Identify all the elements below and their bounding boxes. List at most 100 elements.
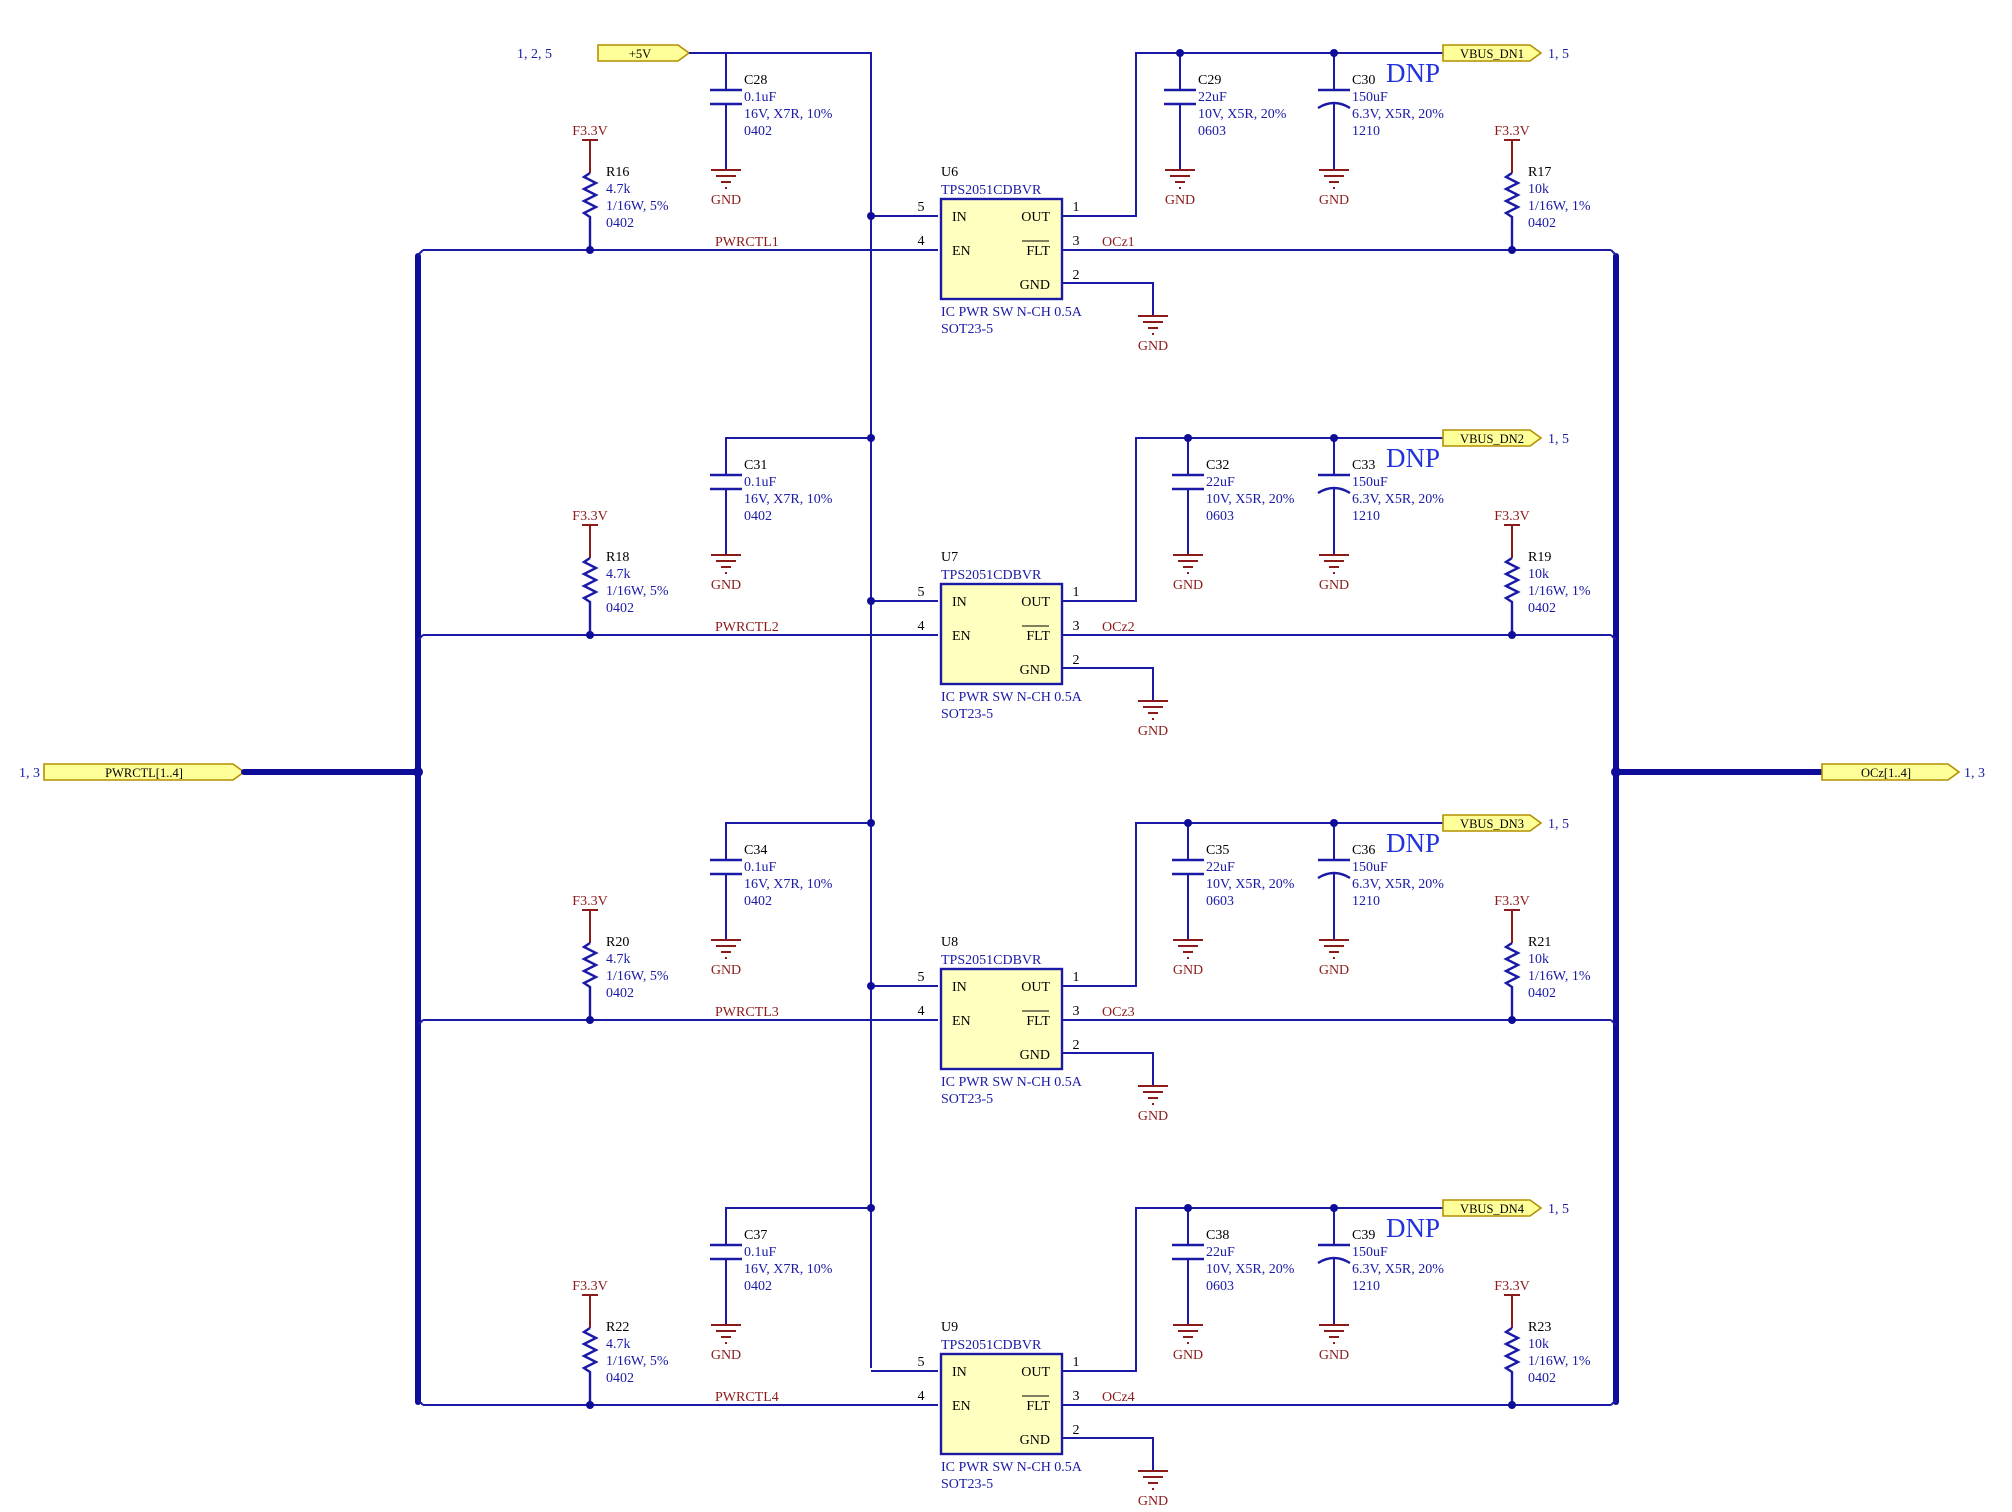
cap-rating: 10V, X5R, 20% [1206, 1262, 1295, 1277]
ic-part: TPS2051CDBVR [941, 568, 1042, 583]
cap-package: 1210 [1352, 1279, 1380, 1294]
resistor-rating: 1/16W, 5% [606, 969, 669, 984]
resistor-value: 10k [1528, 182, 1549, 197]
ground-symbol: GND [1138, 1085, 1168, 1124]
svg-text:GND: GND [1173, 578, 1203, 593]
ic-ref: U8 [941, 935, 958, 950]
pin-out: OUT [1021, 980, 1050, 995]
power-switch-ic[interactable]: U9 TPS2051CDBVR 5 4 1 3 2 IN EN OUT FLT … [918, 1320, 1083, 1492]
pwrctl-port[interactable]: 1, 3 PWRCTL[1..4] [19, 763, 246, 781]
svg-text:GND: GND [711, 193, 741, 208]
ground-symbol: GND [711, 1324, 741, 1363]
ic-package: SOT23-5 [941, 707, 993, 722]
supply-port[interactable]: 1, 2, 5 +5V [517, 44, 691, 62]
vbus-port[interactable]: VBUS_DN4 1, 5 [1442, 1199, 1569, 1217]
cap-ref: C30 [1352, 73, 1375, 88]
resistor-value: 10k [1528, 1337, 1549, 1352]
svg-text:2: 2 [1073, 268, 1080, 283]
resistor-package: 0402 [606, 986, 634, 1001]
cap-value: 150uF [1352, 1245, 1388, 1260]
f33-label: F3.3V [1494, 509, 1529, 524]
enable-pullup: F3.3V R22 4.7k 1/16W, 5% 0402 [572, 1279, 669, 1405]
dnp-marker: DNP [1386, 828, 1440, 858]
ic-ref: U7 [941, 550, 958, 565]
output-cap-2: GND C30 DNP 150uF 6.3V, X5R, 20% 1210 [1317, 53, 1444, 208]
svg-text:2: 2 [1073, 1038, 1080, 1053]
resistor-ref: R21 [1528, 935, 1551, 950]
pin-out: OUT [1021, 1365, 1050, 1380]
supply-port-label: +5V [629, 47, 651, 61]
pin-in: IN [952, 210, 967, 225]
svg-text:GND: GND [1173, 1348, 1203, 1363]
cap-package: 1210 [1352, 894, 1380, 909]
cap-value: 22uF [1206, 475, 1235, 490]
f33-label: F3.3V [572, 509, 607, 524]
vbus-port[interactable]: VBUS_DN1 1, 5 [1442, 44, 1569, 62]
resistor-package: 0402 [606, 601, 634, 616]
resistor-ref: R22 [606, 1320, 629, 1335]
ic-description: IC PWR SW N-CH 0.5A [941, 1075, 1083, 1090]
cap-rating: 10V, X5R, 20% [1206, 492, 1295, 507]
pin-gnd: GND [1020, 663, 1050, 678]
channel-4: GND C37 0.1uF 16V, X7R, 10% 0402 F3.3V R… [417, 1199, 1617, 1509]
pin-gnd: GND [1020, 1433, 1050, 1448]
en-net-label: PWRCTL4 [715, 1390, 779, 1405]
output-cap-1: GND C32 22uF 10V, X5R, 20% 0603 [1172, 438, 1295, 593]
cap-value: 22uF [1198, 90, 1227, 105]
power-switch-ic[interactable]: U8 TPS2051CDBVR 5 4 1 3 2 IN EN OUT FLT … [918, 935, 1083, 1107]
svg-text:3: 3 [1073, 619, 1080, 634]
pin-flt: FLT [1026, 244, 1050, 259]
cap-rating: 16V, X7R, 10% [744, 1262, 833, 1277]
power-switch-ic[interactable]: U7 TPS2051CDBVR 5 4 1 3 2 IN EN OUT FLT … [918, 550, 1083, 722]
pwrctl-port-label: PWRCTL[1..4] [105, 766, 183, 780]
gnd-pin-wire [1062, 1437, 1154, 1471]
resistor-rating: 1/16W, 1% [1528, 1354, 1591, 1369]
enable-pullup: F3.3V R20 4.7k 1/16W, 5% 0402 [572, 894, 669, 1020]
en-net-label: PWRCTL3 [715, 1005, 779, 1020]
resistor-ref: R20 [606, 935, 629, 950]
svg-text:GND: GND [1173, 963, 1203, 978]
gnd-pin-wire [1062, 667, 1154, 701]
cap-package: 0603 [1198, 124, 1226, 139]
supply-port-refs: 1, 2, 5 [517, 47, 552, 62]
cap-ref: C39 [1352, 1228, 1375, 1243]
svg-text:4: 4 [918, 234, 925, 249]
out-net-wire [1062, 52, 1443, 217]
resistor-ref: R23 [1528, 1320, 1551, 1335]
svg-text:1: 1 [1073, 200, 1080, 215]
cap-rating: 6.3V, X5R, 20% [1352, 492, 1444, 507]
pin-flt: FLT [1026, 629, 1050, 644]
ground-symbol: GND [1165, 169, 1195, 208]
vbus-port-refs: 1, 5 [1548, 432, 1569, 447]
resistor-package: 0402 [606, 216, 634, 231]
resistor-rating: 1/16W, 1% [1528, 199, 1591, 214]
dnp-marker: DNP [1386, 443, 1440, 473]
power-switch-ic[interactable]: U6 TPS2051CDBVR 5 4 1 3 2 IN EN OUT FLT … [918, 165, 1083, 337]
resistor-value: 4.7k [606, 567, 631, 582]
cap-value: 150uF [1352, 90, 1388, 105]
svg-text:5: 5 [918, 970, 925, 985]
cap-package: 0402 [744, 1279, 772, 1294]
svg-text:4: 4 [918, 1389, 925, 1404]
pin-flt: FLT [1026, 1399, 1050, 1414]
ic-description: IC PWR SW N-CH 0.5A [941, 1460, 1083, 1475]
svg-text:GND: GND [1138, 1109, 1168, 1124]
ocz-port[interactable]: OCz[1..4] 1, 3 [1821, 763, 1985, 781]
cap-ref: C33 [1352, 458, 1375, 473]
pin-en: EN [952, 244, 971, 259]
resistor-rating: 1/16W, 5% [606, 584, 669, 599]
resistor-package: 0402 [1528, 986, 1556, 1001]
cap-package: 0603 [1206, 509, 1234, 524]
resistor-package: 0402 [1528, 1371, 1556, 1386]
ground-symbol: GND [1173, 1324, 1203, 1363]
resistor-rating: 1/16W, 5% [606, 1354, 669, 1369]
vbus-port-refs: 1, 5 [1548, 1202, 1569, 1217]
vbus-port[interactable]: VBUS_DN3 1, 5 [1442, 814, 1569, 832]
pin-out: OUT [1021, 595, 1050, 610]
svg-text:GND: GND [1319, 578, 1349, 593]
cap-ref: C37 [744, 1228, 767, 1243]
pin-in: IN [952, 980, 967, 995]
pwrctl-port-refs: 1, 3 [19, 766, 40, 781]
vbus-port[interactable]: VBUS_DN2 1, 5 [1442, 429, 1569, 447]
